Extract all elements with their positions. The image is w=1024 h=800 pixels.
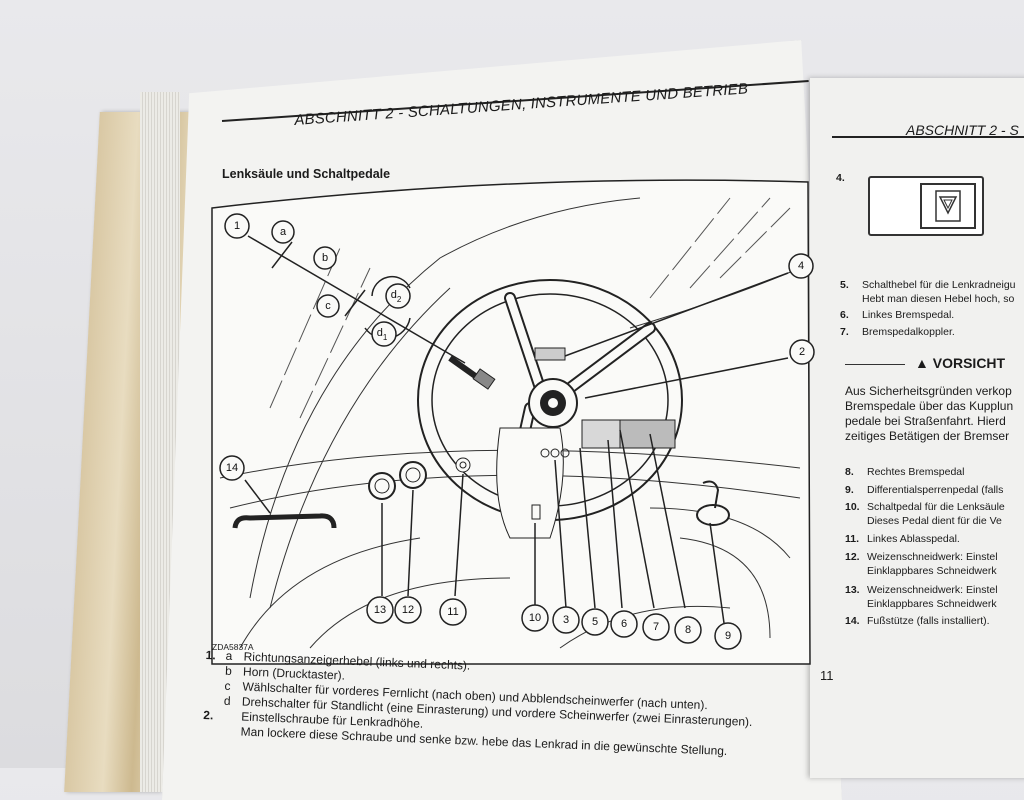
- section-title: Lenksäule und Schaltpedale: [222, 167, 391, 181]
- callout-d1: d1: [377, 327, 388, 342]
- callout-2: 2: [799, 346, 805, 358]
- right-item: Einklappbares Schneidwerk: [867, 598, 997, 610]
- callout-10: 10: [529, 612, 541, 624]
- callout-5: 5: [592, 616, 598, 628]
- callout-14: 14: [226, 462, 238, 474]
- right-item: Hebt man diesen Hebel hoch, so: [862, 293, 1015, 305]
- figure-code: ZDA5837A: [212, 642, 254, 652]
- warning-heading: ▲ VORSICHT: [845, 355, 1005, 371]
- right-item: 9.Differentialsperrenpedal (falls: [845, 484, 1004, 496]
- right-item: Einklappbares Schneidwerk: [867, 565, 997, 577]
- callout-a: a: [280, 226, 287, 238]
- callout-6: 6: [621, 618, 627, 630]
- callout-c: c: [325, 300, 331, 312]
- right-item: 14.Fußstütze (falls installiert).: [845, 615, 990, 627]
- callout-12: 12: [402, 604, 414, 616]
- warning-icon: ▲: [915, 355, 929, 371]
- callout-13: 13: [374, 604, 386, 616]
- steering-column-figure: 1 4 2 14 13 12 11 10 3 5 6 7 8 9 a b c d…: [211, 179, 815, 665]
- right-item: 5.Schalthebel für die Lenkradneigu: [840, 279, 1016, 291]
- right-item: 10.Schaltpedal für die Lenksäule: [845, 501, 1005, 513]
- right-item: 6.Linkes Bremspedal.: [840, 309, 955, 321]
- callout-1: 1: [234, 220, 240, 232]
- control-panel-illustration: [868, 176, 984, 236]
- right-header-rule: [832, 136, 1024, 138]
- right-item: 12.Weizenschneidwerk: Einstel: [845, 551, 998, 563]
- callout-9: 9: [725, 630, 731, 642]
- callout-d2: d2: [391, 289, 402, 304]
- triangle-switch-icon: [920, 183, 976, 229]
- warning-text: Aus Sicherheitsgründen verkop Bremspedal…: [845, 384, 1014, 443]
- callout-3: 3: [563, 614, 569, 626]
- right-item: 8.Rechtes Bremspedal: [845, 466, 965, 478]
- right-page-header: ABSCHNITT 2 - S: [906, 122, 1019, 138]
- right-item-4-number: 4.: [836, 172, 845, 184]
- right-item: 7.Bremspedalkoppler.: [840, 326, 955, 338]
- callout-4: 4: [798, 260, 804, 272]
- callout-11: 11: [447, 606, 458, 618]
- right-item: 11.Linkes Ablasspedal.: [845, 533, 960, 545]
- callout-8: 8: [685, 624, 691, 636]
- callout-7: 7: [653, 621, 659, 633]
- right-item: 13.Weizenschneidwerk: Einstel: [845, 584, 998, 596]
- right-item: Dieses Pedal dient für die Ve: [867, 515, 1002, 527]
- callout-b: b: [322, 252, 328, 264]
- page-number: 11: [820, 668, 834, 683]
